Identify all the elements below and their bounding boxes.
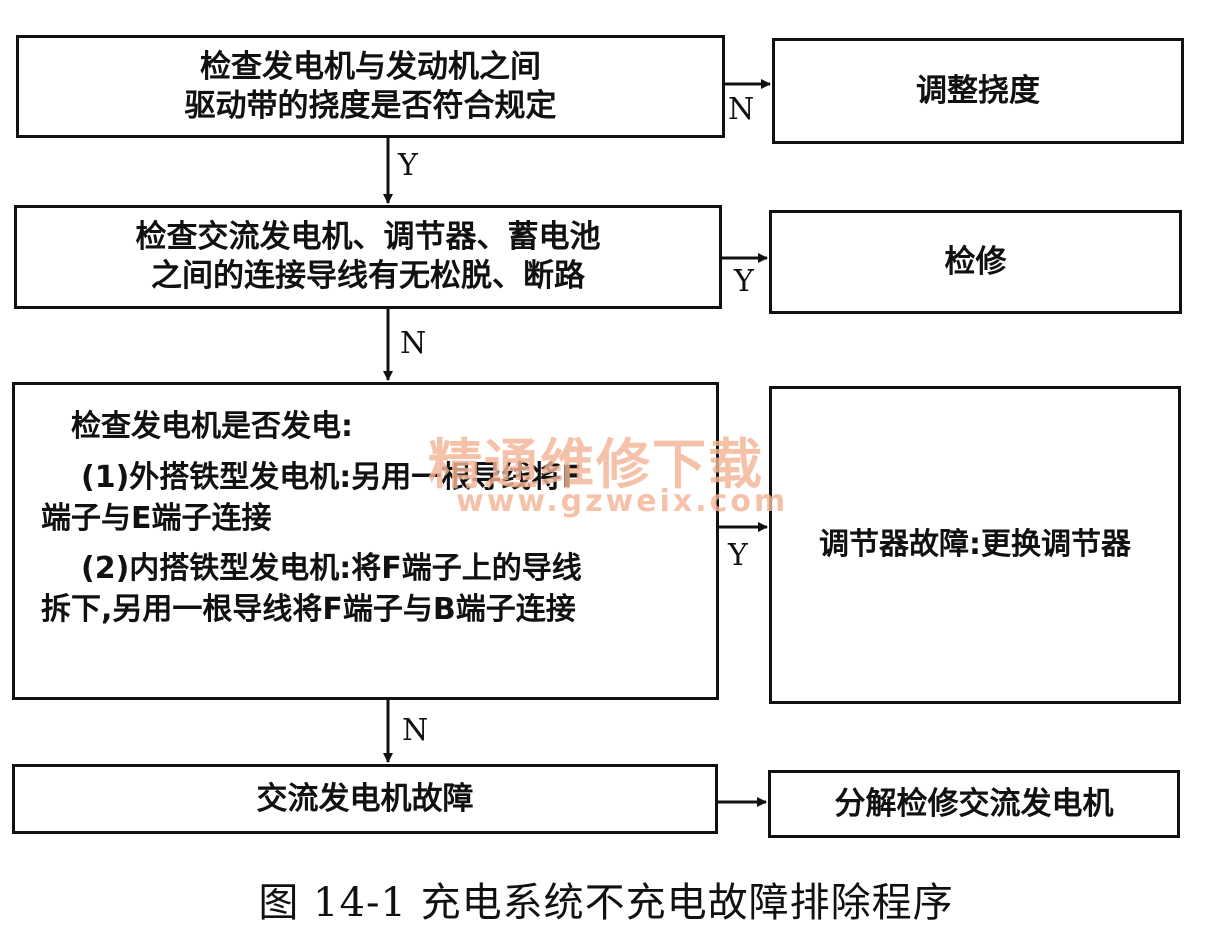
step2-line1: 检查交流发电机、调节器、蓄电池 xyxy=(135,219,601,256)
step1-line2: 驱动带的挠度是否符合规定 xyxy=(184,87,557,124)
edge-label-s3-s4: N xyxy=(402,713,429,748)
step2-line2: 之间的连接导线有无松脱、断路 xyxy=(151,258,585,294)
edge-label-s2-a2: Y xyxy=(734,264,754,299)
action2-box: 检修 xyxy=(769,210,1182,314)
edge-label-s3-a3: Y xyxy=(728,538,748,573)
step1-box: 检查发电机与发动机之间 驱动带的挠度是否符合规定 xyxy=(16,35,725,138)
step3-item2-line1: (2)内搭铁型发电机:将F端子上的导线 xyxy=(81,551,582,587)
watermark-title: 精通维修下载 xyxy=(428,433,764,496)
edge-label-s2-s3: N xyxy=(400,326,427,361)
edge-label-s1-a1: N xyxy=(728,92,755,127)
action4-text: 分解检修交流发电机 xyxy=(834,785,1114,822)
step3-item1-line1: (1)外搭铁型发电机:另用一根导线将F xyxy=(81,459,582,495)
step3-item2: (2)内搭铁型发电机:将F端子上的导线 拆下,另用一根导线将F端子与B端子连接 xyxy=(41,549,582,631)
step1-line1: 检查发电机与发动机之间 xyxy=(200,48,541,85)
step3-box: 检查发电机是否发电: (1)外搭铁型发电机:另用一根导线将F 端子与E端子连接 … xyxy=(12,382,719,700)
figure-caption: 图 14-1 充电系统不充电故障排除程序 xyxy=(258,880,954,926)
edge-label-s1-s2: Y xyxy=(398,148,418,183)
step3-item1-line2: 端子与E端子连接 xyxy=(41,500,272,536)
action1-text: 调整挠度 xyxy=(916,72,1040,109)
step2-box: 检查交流发电机、调节器、蓄电池 之间的连接导线有无松脱、断路 xyxy=(14,205,722,309)
action2-text: 检修 xyxy=(944,243,1007,280)
watermark-url: www.gzweix.com xyxy=(456,484,789,519)
step3-item1: (1)外搭铁型发电机:另用一根导线将F 端子与E端子连接 xyxy=(41,458,582,540)
action3-text: 调节器故障:更换调节器 xyxy=(819,527,1131,563)
action1-box: 调整挠度 xyxy=(772,38,1184,144)
action3-box: 调节器故障:更换调节器 xyxy=(769,386,1181,704)
step4-text: 交流发电机故障 xyxy=(256,780,474,817)
step3-item2-line2: 拆下,另用一根导线将F端子与B端子连接 xyxy=(41,592,576,628)
action4-box: 分解检修交流发电机 xyxy=(768,770,1180,838)
step3-heading: 检查发电机是否发电: xyxy=(71,409,353,444)
step4-box: 交流发电机故障 xyxy=(12,764,718,834)
